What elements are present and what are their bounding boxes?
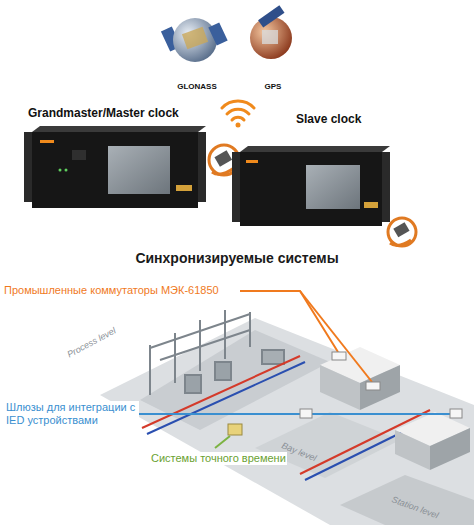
cables xyxy=(142,356,300,428)
bay-building xyxy=(360,365,400,410)
gateway-icons xyxy=(300,409,312,418)
ethernet-icon xyxy=(388,218,416,246)
satellite: GPS xyxy=(241,8,305,94)
bay-building xyxy=(320,347,400,410)
wireless-icon xyxy=(236,123,241,128)
time-device xyxy=(228,424,242,435)
station-building xyxy=(430,428,470,470)
switchyard xyxy=(185,375,201,393)
station-building xyxy=(395,412,470,470)
switch-icons xyxy=(332,352,346,360)
switch-icons xyxy=(332,352,380,390)
slave-clock-device xyxy=(246,160,258,163)
title: Синхронизируемые системы xyxy=(0,250,474,266)
master-clock-device xyxy=(24,132,32,202)
gateway-leader xyxy=(138,413,460,415)
master-clock-device xyxy=(65,169,68,172)
master-clock-device xyxy=(40,140,54,143)
wireless-icon xyxy=(222,101,254,108)
master-clock-device xyxy=(108,146,170,194)
time-system-leader xyxy=(215,436,230,448)
ethernet-icon xyxy=(393,222,409,237)
gps-satellite xyxy=(262,30,278,44)
master-clock-device xyxy=(32,132,198,208)
cables xyxy=(300,410,430,474)
glonass-satellite xyxy=(182,27,208,50)
cables xyxy=(147,362,305,434)
slave-clock-device xyxy=(364,202,378,208)
cables xyxy=(142,356,435,480)
node-label: Grandmaster/Master clock xyxy=(26,106,210,120)
callout-label: Системы точного времени xyxy=(150,452,287,465)
ethernet-icon xyxy=(212,168,234,174)
substation-floor xyxy=(100,318,474,525)
master-clock-device xyxy=(32,126,206,132)
substation-floor xyxy=(340,475,474,525)
switchyard xyxy=(150,314,250,348)
gateway-icons xyxy=(450,409,462,418)
gateway-icons xyxy=(300,409,462,418)
slave-clock-device xyxy=(240,146,390,152)
gps-satellite xyxy=(258,5,284,27)
slave-clock-device xyxy=(240,152,382,226)
station-building xyxy=(395,430,430,470)
wireless-icon xyxy=(222,101,254,127)
switchyard xyxy=(150,310,284,395)
gps-satellite xyxy=(250,17,292,59)
gateway-leader xyxy=(138,413,460,415)
node-label: GPS xyxy=(241,82,305,92)
node-label: Slave clock xyxy=(232,112,394,126)
node-label: GLONASS xyxy=(163,82,231,92)
bay-building xyxy=(320,365,360,410)
callout-label: Промышленные коммутаторы МЭК-61850 xyxy=(3,284,220,297)
satellite: GLONASS xyxy=(163,8,231,94)
level-label: Process level xyxy=(65,326,117,361)
master-clock-device xyxy=(24,126,206,208)
glonass-satellite xyxy=(161,18,228,62)
slave-clock-device xyxy=(382,152,390,222)
ethernet-icon xyxy=(390,240,411,245)
ethernet-icon xyxy=(388,218,416,246)
slave-clock: Slave clock xyxy=(232,112,394,228)
wireless-icon xyxy=(227,109,249,114)
substation-floor xyxy=(100,318,474,525)
switchyard xyxy=(224,310,226,359)
switchyard xyxy=(149,345,151,395)
callout-label: Шлюзы для интеграции с IED устройствами xyxy=(5,401,139,427)
slave-clock-device xyxy=(306,165,360,209)
switch-icons xyxy=(366,382,380,390)
switchyard xyxy=(215,362,231,380)
master-clock: Grandmaster/Master clock xyxy=(26,106,210,210)
time-system-leader xyxy=(215,436,230,448)
switchyard xyxy=(262,350,284,364)
wireless-icon xyxy=(232,117,244,120)
gps-satellite xyxy=(250,5,292,59)
master-clock-device xyxy=(198,132,206,202)
slave-clock-device xyxy=(232,146,390,226)
slave-clock-device xyxy=(232,152,240,222)
switch-leaders xyxy=(240,291,372,382)
switchyard xyxy=(160,330,250,360)
ethernet-icon xyxy=(214,150,232,167)
master-clock-device xyxy=(72,150,86,160)
glonass-satellite xyxy=(208,22,227,45)
glonass-satellite xyxy=(173,18,217,62)
switch-leaders xyxy=(300,291,372,382)
master-clock-device xyxy=(59,169,62,172)
master-clock-device xyxy=(176,185,192,191)
